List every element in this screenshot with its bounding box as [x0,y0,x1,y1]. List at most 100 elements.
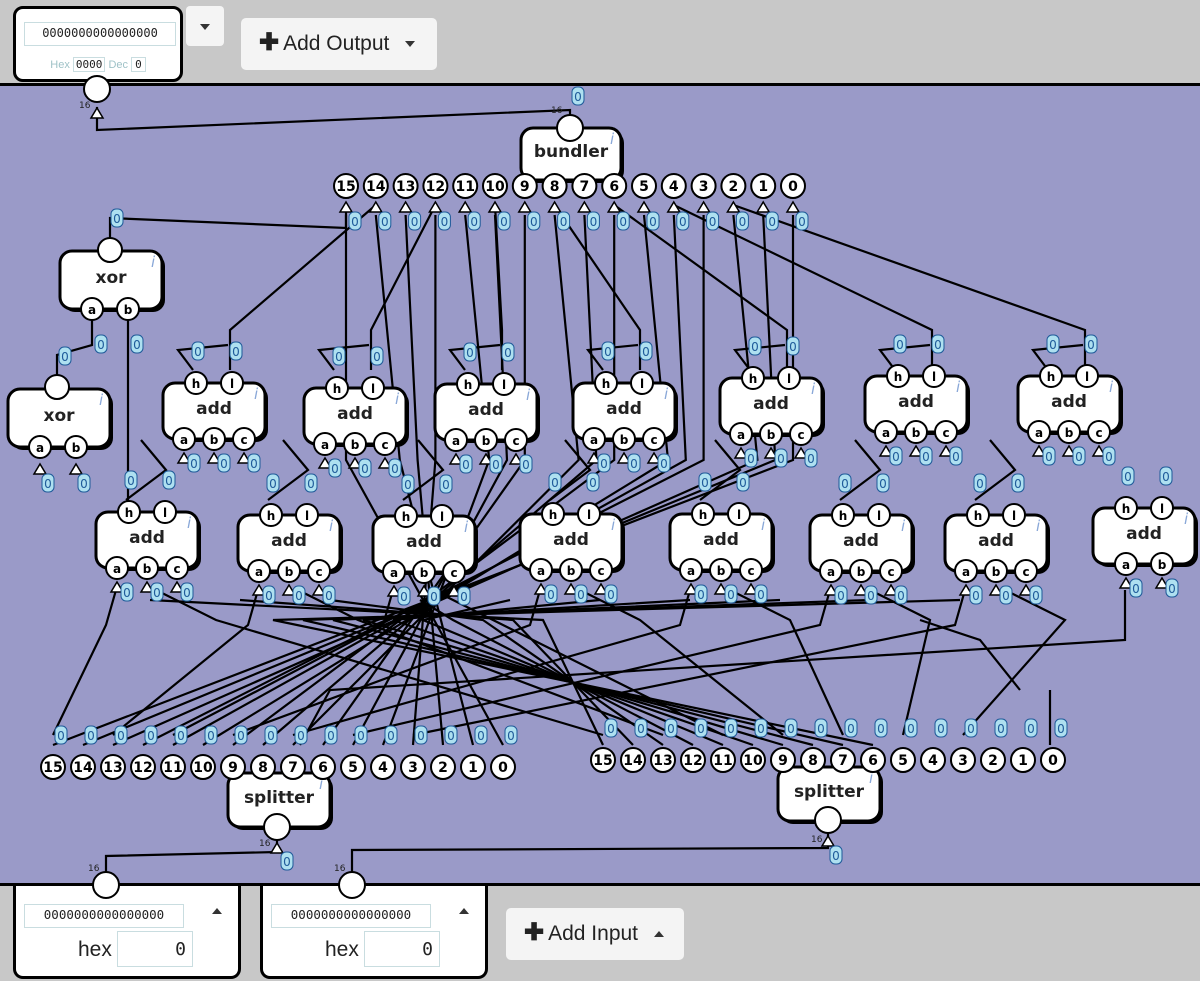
wire-probe[interactable]: 0 [1159,466,1173,486]
wire-probe[interactable]: 0 [814,718,828,738]
wire-probe[interactable]: 0 [58,346,72,366]
bundler-pin-9[interactable]: 9 [511,173,538,199]
wire-probe[interactable]: 0 [664,718,678,738]
wire-probe[interactable]: 0 [597,453,611,473]
input-a-bits-field[interactable]: 0000000000000000 [24,904,184,928]
wire-probe[interactable]: 0 [348,211,362,231]
wire-probe[interactable]: 0 [94,334,108,354]
bundler-pin-11[interactable]: 11 [452,173,479,199]
wire-probe[interactable]: 0 [829,845,843,865]
splitter-right-pin-6[interactable]: 6 [860,747,886,773]
splitter-left-pin-9[interactable]: 9 [220,754,246,780]
input-b-bits-field[interactable]: 0000000000000000 [271,904,431,928]
wire-probe[interactable]: 0 [1054,718,1068,738]
splitter-left-pin-4[interactable]: 4 [370,754,396,780]
wire-probe[interactable]: 0 [548,472,562,492]
adder-bottom-4-b[interactable]: b [709,558,733,582]
adder-top-0-a[interactable]: a [172,427,196,451]
wire-probe[interactable]: 0 [999,585,1013,605]
wire-probe[interactable]: 0 [439,474,453,494]
adder-bottom-2-a[interactable]: a [382,560,406,584]
adder-top-1-h[interactable]: h [325,376,349,400]
adder-top-2-l[interactable]: l [492,372,516,396]
wire-probe[interactable]: 0 [744,448,758,468]
splitter-right-in-pin[interactable] [814,806,842,834]
splitter-left-pin-11[interactable]: 11 [160,754,186,780]
wire-probe[interactable]: 0 [904,718,918,738]
adder-bottom-1-b[interactable]: b [277,559,301,583]
bundler-output-pin[interactable] [556,114,584,142]
wire-probe[interactable]: 0 [463,342,477,362]
adder-bottom-6-a[interactable]: a [954,559,978,583]
adder-bottom-1-l[interactable]: l [295,503,319,527]
add-output-button[interactable]: ✚Add Output [241,18,437,70]
bundler-pin-10[interactable]: 10 [482,173,508,199]
info-icon[interactable]: i [526,386,531,404]
wire-probe[interactable]: 0 [1042,446,1056,466]
wire-probe[interactable]: 0 [754,718,768,738]
info-icon[interactable]: i [464,518,469,536]
splitter-left-pin-2[interactable]: 2 [430,754,456,780]
wire-probe[interactable]: 0 [457,586,471,606]
bundler-pin-2[interactable]: 2 [720,173,747,199]
wire-probe[interactable]: 0 [724,584,738,604]
bundler-pin-15[interactable]: 15 [333,173,359,199]
wire-probe[interactable]: 0 [864,585,878,605]
wire-probe[interactable]: 0 [919,446,933,466]
info-icon[interactable]: i [811,380,816,398]
input-b-hex-field[interactable]: 0 [364,931,440,967]
splitter-right-pin-9[interactable]: 9 [770,747,796,773]
wire-probe[interactable]: 0 [874,718,888,738]
adder-bottom-3-a[interactable]: a [529,558,553,582]
adder-bottom-3-b[interactable]: b [559,558,583,582]
info-icon[interactable]: i [761,516,766,534]
adder-bottom-5-l[interactable]: l [867,503,891,527]
wire-probe[interactable]: 0 [180,582,194,602]
wire-probe[interactable]: 0 [834,585,848,605]
adder-top-2-a[interactable]: a [444,428,468,452]
wire-probe[interactable]: 0 [969,585,983,605]
info-icon[interactable]: i [395,390,400,408]
splitter-left-pin-12[interactable]: 12 [130,754,156,780]
info-icon[interactable]: i [1109,378,1114,396]
adder-bottom-0-l[interactable]: l [153,500,177,524]
wire-probe[interactable]: 0 [765,211,779,231]
adder-top-0-b[interactable]: b [202,427,226,451]
input-b-pin[interactable] [338,871,366,899]
adder-bottom-0-a[interactable]: a [105,556,129,580]
splitter-left-pin-1[interactable]: 1 [460,754,486,780]
wire-probe[interactable]: 0 [1121,466,1135,486]
wire-probe[interactable]: 0 [414,725,428,745]
wire-probe[interactable]: 0 [698,472,712,492]
wire-probe[interactable]: 0 [735,211,749,231]
wire-probe[interactable]: 0 [110,208,124,228]
wire-probe[interactable]: 0 [748,336,762,356]
wire-probe[interactable]: 0 [646,211,660,231]
adder-top-3-l[interactable]: l [630,371,654,395]
wire-probe[interactable]: 0 [332,346,346,366]
wire-probe[interactable]: 0 [378,211,392,231]
wire-probe[interactable]: 0 [294,725,308,745]
wire-probe[interactable]: 0 [84,725,98,745]
adder-top-3-b[interactable]: b [612,427,636,451]
wire-probe[interactable]: 0 [604,718,618,738]
bundler-pin-8[interactable]: 8 [541,173,568,199]
wire-probe[interactable]: 0 [694,584,708,604]
info-icon[interactable]: i [187,514,192,532]
splitter-left-pin-14[interactable]: 14 [70,754,96,780]
wire-probe[interactable]: 0 [114,725,128,745]
wire-probe[interactable]: 0 [1011,473,1025,493]
splitter-right-pin-14[interactable]: 14 [620,747,646,773]
wire-probe[interactable]: 0 [604,584,618,604]
wire-probe[interactable]: 0 [191,341,205,361]
wire-probe[interactable]: 0 [804,448,818,468]
wire-probe[interactable]: 0 [120,582,134,602]
wire-probe[interactable]: 0 [384,725,398,745]
info-icon[interactable]: i [869,769,874,787]
wire-probe[interactable]: 0 [964,718,978,738]
bundler-pin-7[interactable]: 7 [571,173,598,199]
wire-probe[interactable]: 0 [77,473,91,493]
